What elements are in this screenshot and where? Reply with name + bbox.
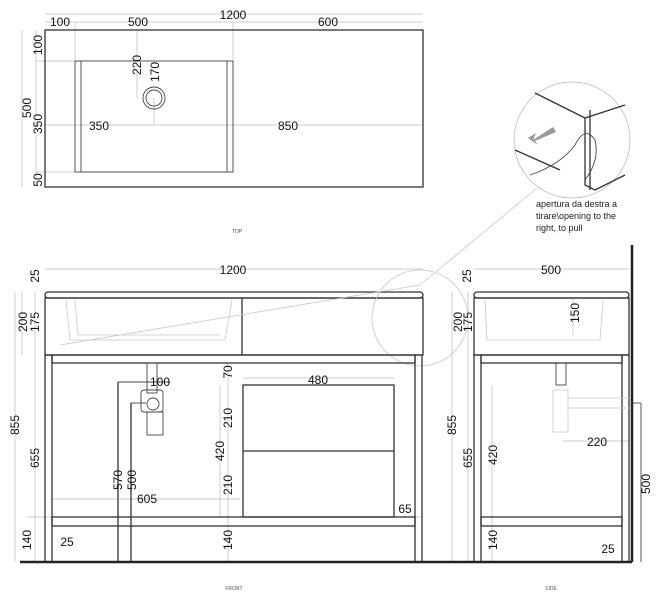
pull-arrow-icon [528, 127, 556, 145]
drain-pipe [146, 362, 158, 394]
dim-side-140: 140 [486, 530, 500, 550]
dim-front-175: 175 [28, 312, 42, 332]
dim-front-200: 200 [16, 312, 30, 332]
dim-top-220: 220 [130, 55, 144, 75]
dim-front-605: 605 [137, 492, 157, 506]
dim-top-front: 50 [31, 173, 45, 187]
top-view: 1200 100 500 600 500 100 350 50 220 170 … [20, 8, 424, 235]
dim-side-655: 655 [461, 448, 475, 468]
dim-top-back: 100 [31, 35, 45, 55]
sink-outline [74, 60, 234, 173]
dim-side-500-wall: 500 [639, 474, 653, 494]
dim-front-70: 70 [221, 365, 235, 379]
front-view: 1200 25 200 175 855 655 140 25 70 480 21… [8, 263, 469, 592]
dim-top-850: 850 [278, 119, 298, 133]
countertop-outline [44, 29, 424, 188]
note-line-1: apertura da destra a [536, 199, 617, 209]
cabinet-corner-sketch [514, 92, 626, 191]
side-view: 500 25 200 175 150 855 655 420 220 500 1… [440, 245, 653, 592]
dim-front-855: 855 [8, 415, 22, 435]
view-label-top: TOP [232, 229, 243, 235]
countertop [44, 291, 424, 299]
dim-top-600: 600 [318, 15, 338, 29]
dim-front-1200: 1200 [220, 263, 247, 277]
trap-icon [146, 397, 160, 411]
dim-front-420: 420 [213, 441, 227, 461]
dim-front-65: 65 [398, 502, 412, 516]
basin-box [44, 297, 424, 356]
note-line-3: right, to pull [536, 223, 583, 233]
dim-top-500: 500 [128, 15, 148, 29]
dim-side-220: 220 [587, 435, 607, 449]
dim-front-480: 480 [308, 373, 328, 387]
drain-icon [142, 86, 166, 110]
view-label-front: FRONT [225, 586, 242, 592]
dim-front-500: 500 [125, 470, 139, 490]
note-line-2: tirare\opening to the [536, 211, 616, 221]
dim-side-25-foot: 25 [601, 542, 615, 556]
dim-top-1200: 1200 [220, 8, 247, 22]
dim-top-170: 170 [148, 62, 162, 82]
dim-side-25-top: 25 [460, 269, 474, 283]
dim-side-150: 150 [568, 303, 582, 323]
dim-side-175: 175 [461, 312, 475, 332]
view-label-side: SIDE [545, 586, 557, 592]
dim-top-100: 100 [50, 15, 70, 29]
basin-ghost [65, 299, 233, 341]
pull-detail-inset: apertura da destra a tirare\opening to t… [419, 81, 631, 286]
dim-top-sink-depth: 350 [31, 114, 45, 134]
dim-top-depth: 500 [20, 98, 34, 118]
dim-front-655: 655 [28, 448, 42, 468]
dim-side-200: 200 [451, 312, 465, 332]
dim-side-500: 500 [541, 263, 561, 277]
dim-front-140-center: 140 [221, 530, 235, 550]
dim-front-25-top: 25 [28, 269, 42, 283]
dim-front-100: 100 [150, 375, 170, 389]
side-countertop [473, 291, 630, 299]
dim-side-855: 855 [445, 415, 459, 435]
dim-front-140-left: 140 [20, 530, 34, 550]
dim-front-210-upper: 210 [221, 408, 235, 428]
hand-icon [529, 133, 597, 181]
dim-front-210-lower: 210 [221, 475, 235, 495]
dim-front-570: 570 [111, 470, 125, 490]
dim-front-25-leg: 25 [60, 535, 74, 549]
dim-top-350: 350 [89, 119, 109, 133]
dim-side-420: 420 [486, 445, 500, 465]
side-basin-ghost [484, 299, 604, 341]
side-trap-ghost [552, 389, 632, 433]
